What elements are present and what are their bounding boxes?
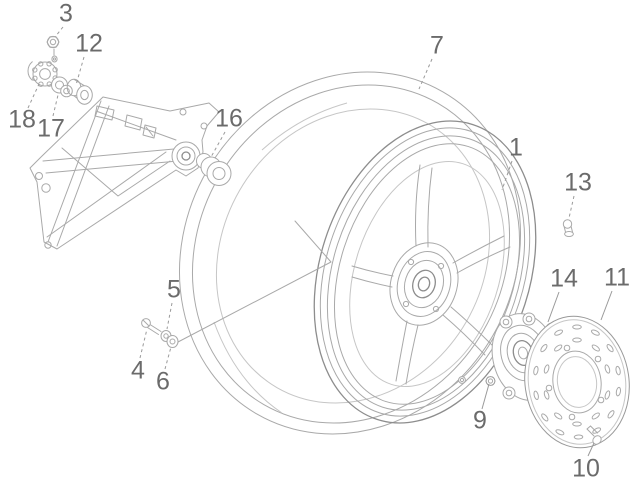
brake-disc-part-11 <box>524 315 630 449</box>
leader-lines <box>27 26 613 457</box>
callout-18: 18 <box>8 105 36 134</box>
callout-1: 1 <box>509 133 523 162</box>
callout-13: 13 <box>564 168 592 197</box>
callout-7: 7 <box>430 31 444 60</box>
bolt-part-4 <box>141 318 162 335</box>
tire-part <box>179 71 521 435</box>
callout-4: 4 <box>131 356 145 385</box>
callout-14: 14 <box>550 264 578 293</box>
spacer-part-16 <box>196 153 232 186</box>
assembly-axis-line <box>177 220 332 343</box>
callout-11: 11 <box>604 263 630 292</box>
nut-part-3 <box>46 35 60 63</box>
swingarm-part <box>29 96 220 250</box>
callout-3: 3 <box>59 0 73 28</box>
callout-17: 17 <box>37 114 65 143</box>
callout-9: 9 <box>473 406 487 435</box>
callout-10: 10 <box>572 454 600 480</box>
wheel-hub <box>389 242 459 326</box>
callout-16: 16 <box>215 104 243 133</box>
washer-part-6 <box>166 335 179 348</box>
screw-part-13 <box>562 219 574 237</box>
bushing-part-12 <box>66 78 93 105</box>
wheel-spokes <box>351 164 511 385</box>
callout-6: 6 <box>156 367 170 396</box>
retainer-part-18 <box>27 61 58 87</box>
swingarm-axle-hub <box>171 141 201 171</box>
callout-5: 5 <box>167 275 181 304</box>
callout-12: 12 <box>75 29 103 58</box>
nut-part-9 <box>458 376 496 386</box>
wheel-rim-part <box>313 120 537 424</box>
